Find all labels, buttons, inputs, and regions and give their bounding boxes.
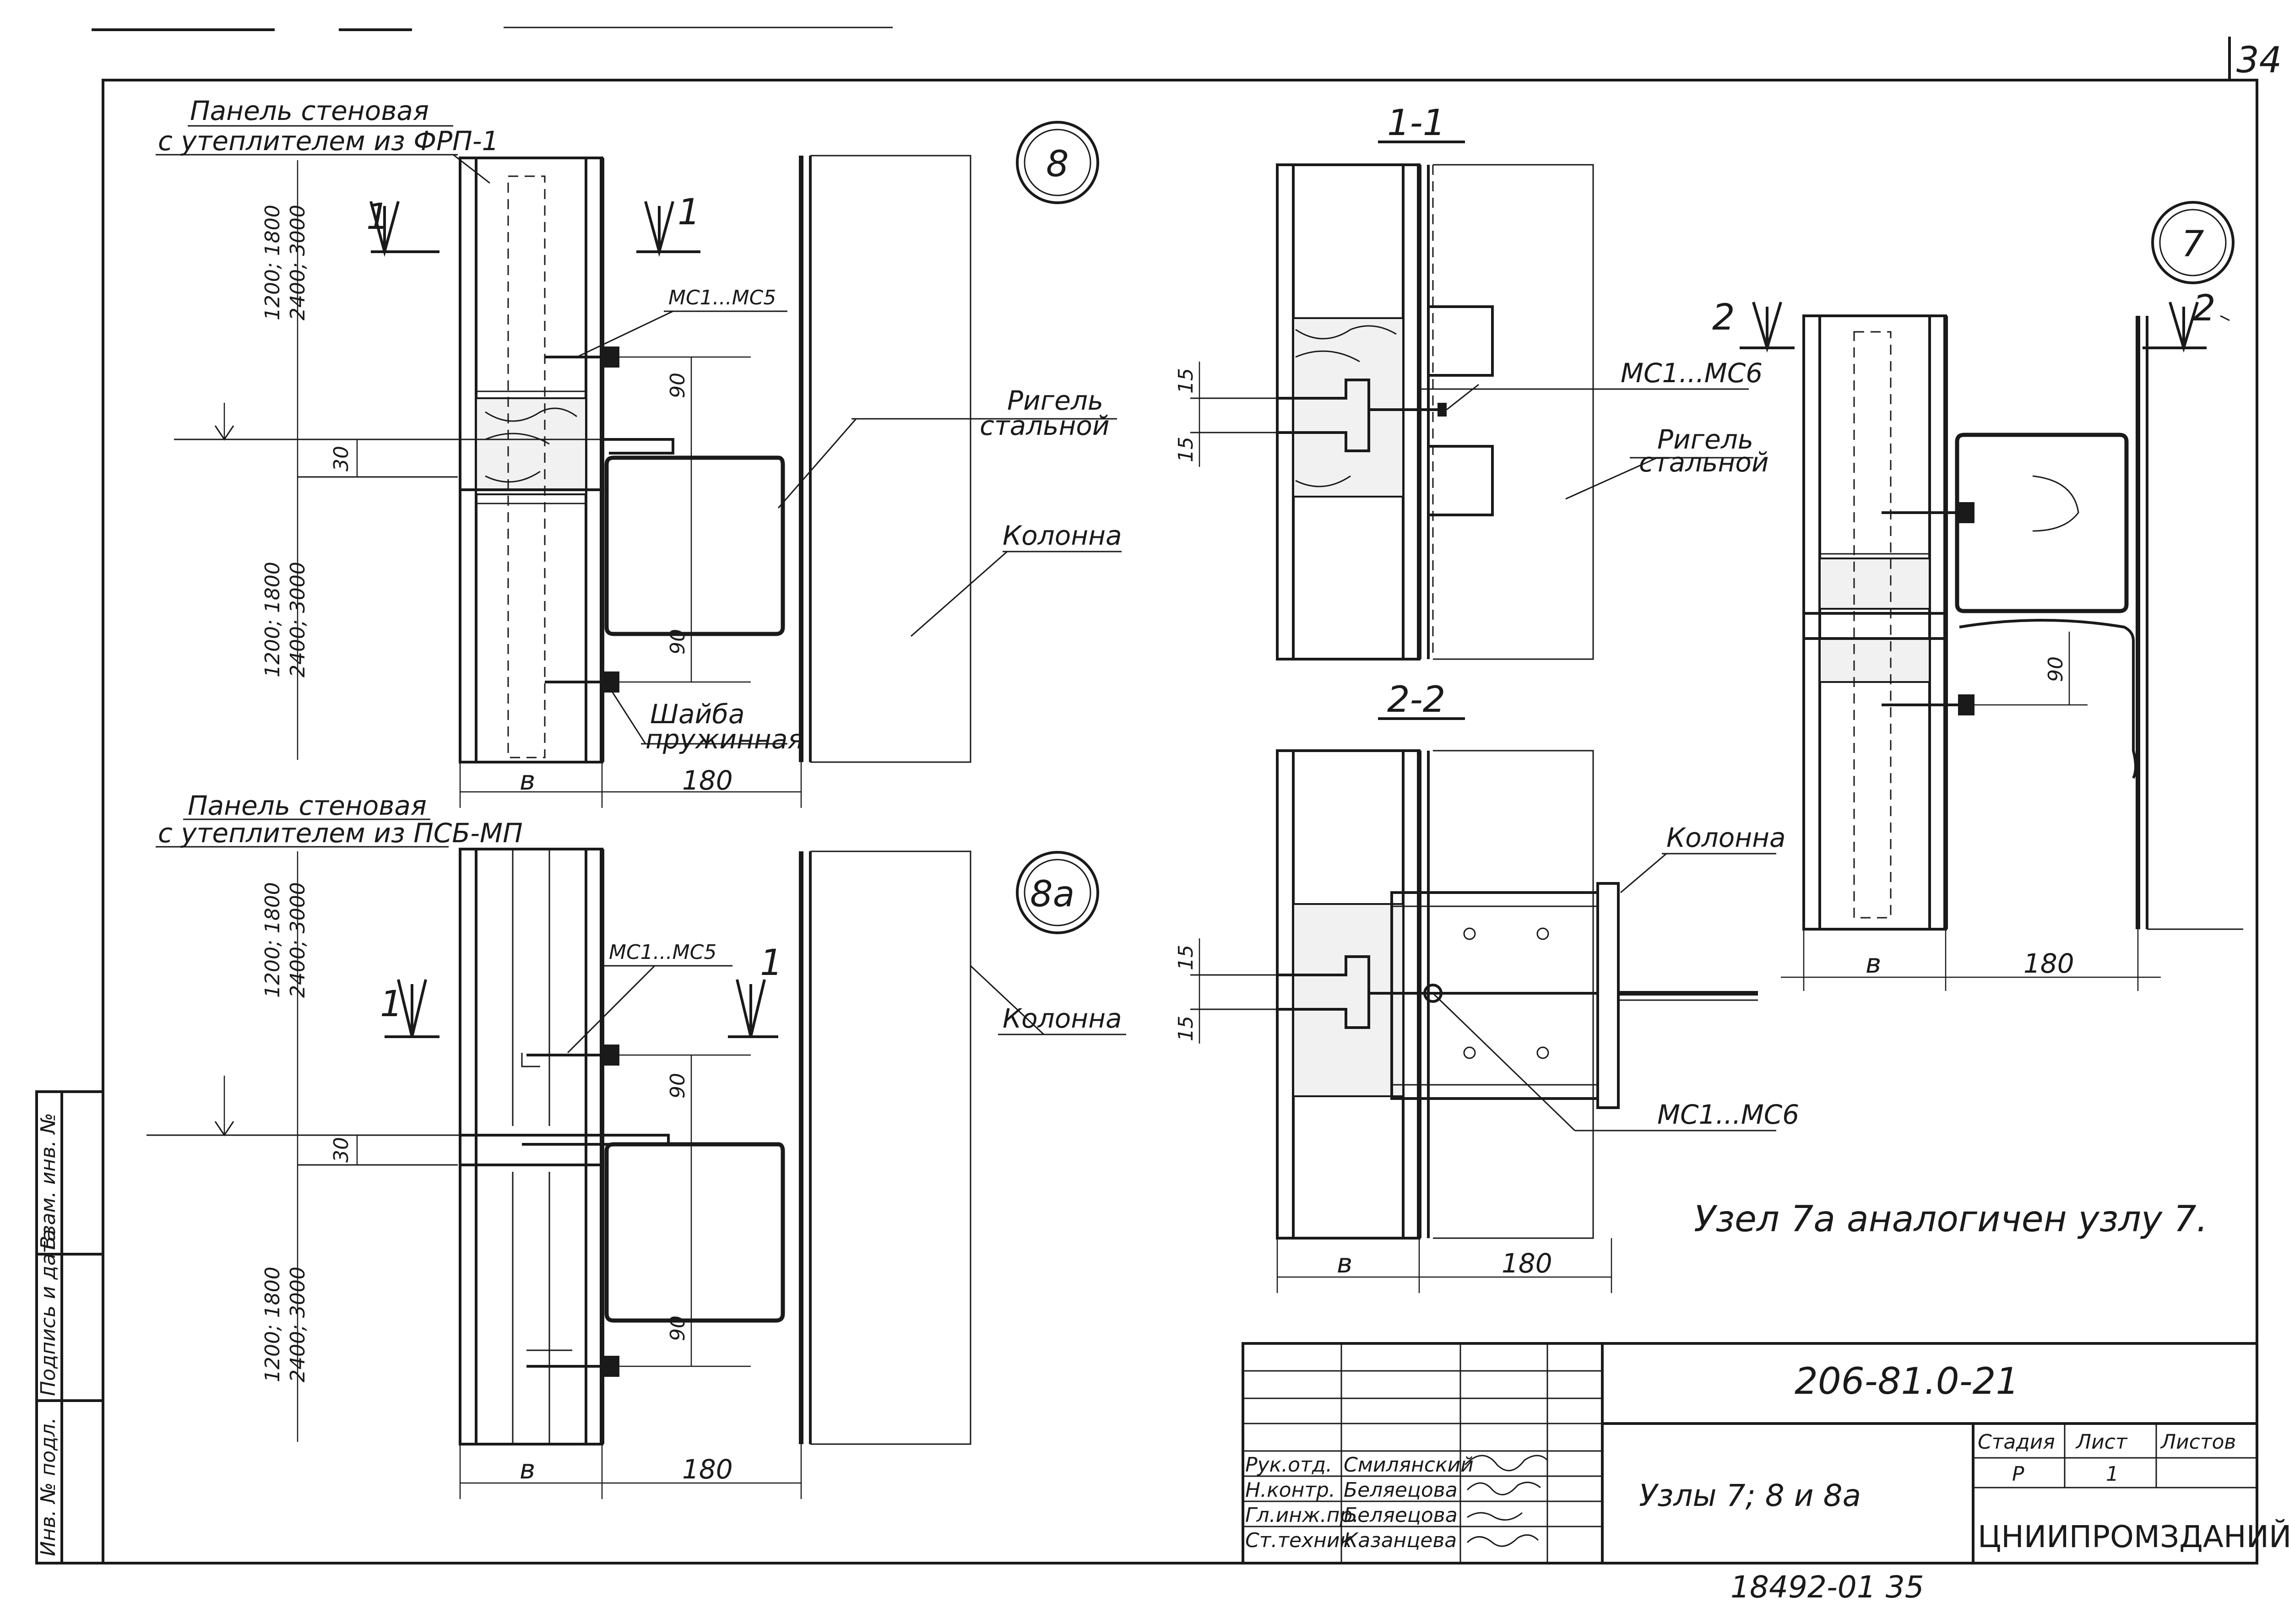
tb-sheet: 1 xyxy=(2106,1462,2119,1486)
label-mc1-mc5-top: МС1...МС5 xyxy=(668,286,776,309)
tb-role-1: Н.контр. xyxy=(1245,1478,1335,1502)
tb-name-0: Смилянский xyxy=(1344,1453,1474,1477)
signature-0 xyxy=(1464,1455,1548,1472)
label-rigel-8-2: стальной xyxy=(980,410,1110,441)
tb-role-2: Гл.инж.пр. xyxy=(1245,1504,1359,1527)
archive-number: 18492-01 35 xyxy=(1730,1570,1924,1605)
dim-90-7: 90 xyxy=(2044,656,2067,682)
stamp-sign: Подпись и дата xyxy=(37,1229,60,1396)
sheet-frame xyxy=(102,79,2258,1564)
node-mark-8: 8 xyxy=(1046,144,1069,185)
section-1-8a-left: 1 xyxy=(380,984,403,1025)
panel-size-8a-top-1: 1200; 1800 xyxy=(261,882,284,998)
label-column-8: Колонна xyxy=(1003,520,1122,551)
tb-stage: Р xyxy=(2012,1462,2024,1486)
signature-3 xyxy=(1466,1534,1539,1547)
label-washer-2: пружинная xyxy=(645,724,803,755)
panel-size-top-2: 2400; 3000 xyxy=(286,205,309,320)
section-2-left: 2 xyxy=(1712,297,1735,338)
dim-180-7: 180 xyxy=(2023,948,2074,979)
dim-15-d: 15 xyxy=(1174,1016,1198,1041)
section-2-right: 2 xyxy=(2193,288,2216,329)
dim-b-8: в xyxy=(520,765,535,796)
tb-name-3: Казанцева xyxy=(1344,1529,1457,1552)
panel-size-bot-1: 1200; 1800 xyxy=(261,562,284,677)
signature-1 xyxy=(1466,1482,1541,1495)
section-1-1: 1-1 15 15 xyxy=(1174,103,1753,660)
section-title-1-1: 1-1 xyxy=(1387,103,1445,144)
tb-role-3: Ст.техник xyxy=(1245,1529,1352,1552)
tb-stage-header: Стадия xyxy=(1978,1430,2055,1454)
tb-role-0: Рук.отд. xyxy=(1245,1453,1332,1477)
label-mc1-mc6-22: МС1...МС6 xyxy=(1657,1099,1799,1130)
node-mark-8a: 8а xyxy=(1030,874,1074,915)
dim-180-8a: 180 xyxy=(682,1454,733,1485)
section-1-left: 1 xyxy=(366,196,389,238)
section-2-2: 2-2 15 15 в 180 xyxy=(1174,679,1776,1293)
label-column-22: Колонна xyxy=(1666,822,1786,853)
node-7: 90 в 180 2 2 7 xyxy=(1712,201,2243,991)
section-1-8a-right: 1 xyxy=(760,942,783,984)
signature-2 xyxy=(1467,1512,1523,1521)
tb-org: ЦНИИПРОМЗДАНИЙ xyxy=(1978,1519,2289,1554)
dim-30: 30 xyxy=(330,446,353,471)
dim-90-a: 90 xyxy=(666,373,689,398)
label-panel-psb-1: Панель стеновая xyxy=(188,790,427,821)
dim-90-b: 90 xyxy=(666,629,689,655)
dim-30-8a: 30 xyxy=(330,1137,353,1163)
panel-size-8a-bot-1: 1200; 1800 xyxy=(261,1267,284,1382)
tb-sheets-header: Листов xyxy=(2160,1430,2236,1454)
node-8: 90 90 30 1200; 1800 2400; 3000 1200; 180… xyxy=(156,121,1122,808)
dim-90-8a-b: 90 xyxy=(666,1315,689,1341)
tb-name-1: Беляецова xyxy=(1344,1478,1458,1502)
tb-code: 206-81.0-21 xyxy=(1795,1360,2019,1402)
label-mc1-mc5-8a: МС1...МС5 xyxy=(609,941,716,964)
sheet-number: 34 xyxy=(2236,40,2282,81)
label-washer-1: Шайба xyxy=(650,698,745,730)
label-panel-psb-2: с утеплителем из ПСБ-МП xyxy=(158,817,523,849)
node-mark-7: 7 xyxy=(2181,224,2204,265)
tb-title: Узлы 7; 8 и 8а xyxy=(1639,1478,1861,1513)
panel-size-8a-top-2: 2400; 3000 xyxy=(286,882,309,998)
tb-name-2: Беляецова xyxy=(1344,1504,1458,1527)
stamp-inv: Инв. № подл. xyxy=(37,1417,60,1556)
label-panel-frp-1: Панель стеновая xyxy=(190,95,429,126)
title-block: 206-81.0-21 Узлы 7; 8 и 8а ЦНИИПРОМЗДАНИ… xyxy=(1242,1342,2289,1564)
side-stamp: Инв. № подл. Подпись и дата Взам. инв. № xyxy=(35,1090,104,1564)
dim-15-a: 15 xyxy=(1174,368,1198,394)
panel-size-bot-2: 2400; 3000 xyxy=(286,562,309,677)
label-rigel-11-1: Ригель xyxy=(1657,424,1753,455)
dim-90-8a-a: 90 xyxy=(666,1073,689,1099)
label-rigel-11-2: стальной xyxy=(1639,447,1769,478)
panel-size-top-1: 1200; 1800 xyxy=(261,205,284,320)
label-panel-frp-2: с утеплителем из ФРП-1 xyxy=(158,125,499,157)
stamp-replace: Взам. инв. № xyxy=(37,1113,60,1250)
label-mc1-mc6-11: МС1...МС6 xyxy=(1621,357,1763,389)
label-column-8a: Колонна xyxy=(1003,1003,1122,1034)
section-1-right: 1 xyxy=(678,192,700,233)
dim-b-8a: в xyxy=(520,1454,535,1485)
dim-b-7: в xyxy=(1866,948,1881,979)
dim-15-b: 15 xyxy=(1174,437,1198,462)
panel-size-8a-bot-2: 2400; 3000 xyxy=(286,1267,309,1382)
tb-sheet-header: Лист xyxy=(2075,1430,2128,1454)
dim-b-22: в xyxy=(1337,1248,1352,1279)
label-rigel-8-1: Ригель xyxy=(1007,385,1103,416)
dim-15-c: 15 xyxy=(1174,945,1198,970)
note-node-7a: Узел 7а аналогичен узлу 7. xyxy=(1694,1199,2208,1240)
node-8a: 90 90 30 1200; 1800 2400; 3000 1200; 180… xyxy=(146,818,1126,1499)
dim-180-22: 180 xyxy=(1502,1248,1552,1279)
section-title-2-2: 2-2 xyxy=(1387,679,1445,720)
dim-180-8: 180 xyxy=(682,765,733,796)
